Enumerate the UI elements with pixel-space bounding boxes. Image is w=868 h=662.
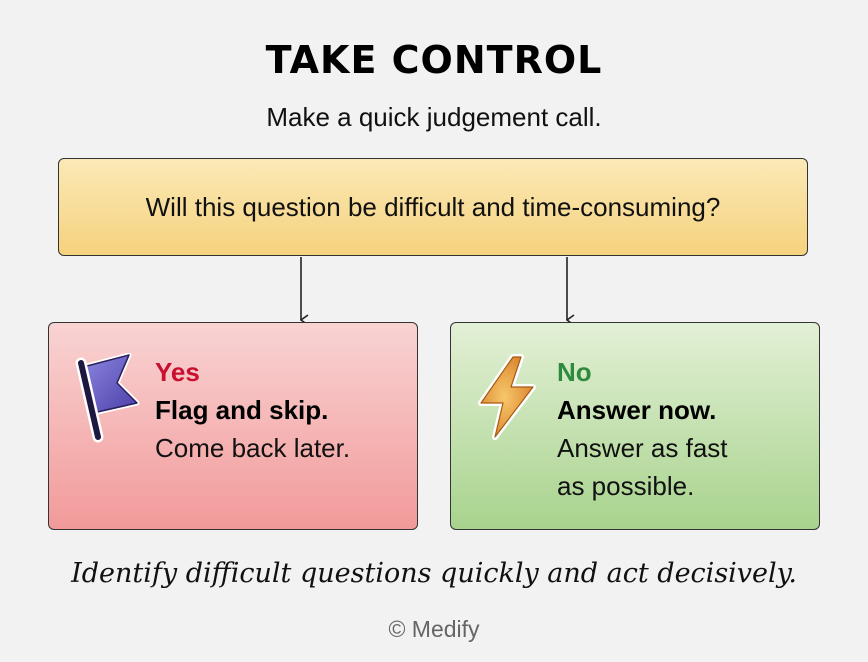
no-option-body-line-2: as possible.	[557, 471, 695, 501]
yes-option-card: Yes Flag and skip. Come back later.	[48, 322, 418, 530]
no-option-card: No Answer now. Answer as fast as possibl…	[450, 322, 820, 530]
page-title: TAKE CONTROL	[265, 38, 603, 82]
answer-yes-label: Yes	[155, 357, 200, 387]
page-subtitle: Make a quick judgement call.	[266, 102, 602, 132]
question-text: Will this question be difficult and time…	[145, 191, 721, 222]
yes-option-body: Come back later.	[155, 433, 351, 463]
yes-option-text: Yes Flag and skip. Come back later.	[155, 353, 350, 467]
no-option-heading: Answer now.	[557, 395, 717, 425]
tagline: Identify difficult questions quickly and…	[71, 558, 797, 589]
no-option-text: No Answer now. Answer as fast as possibl…	[557, 353, 728, 505]
copyright-notice: © Medify	[388, 616, 480, 642]
flag-icon	[75, 353, 140, 443]
yes-option-heading: Flag and skip.	[155, 395, 329, 425]
answer-no-label: No	[557, 357, 592, 387]
no-option-body-line-1: Answer as fast	[557, 433, 728, 463]
lightning-bolt-icon	[478, 354, 536, 440]
question-box: Will this question be difficult and time…	[58, 158, 808, 256]
